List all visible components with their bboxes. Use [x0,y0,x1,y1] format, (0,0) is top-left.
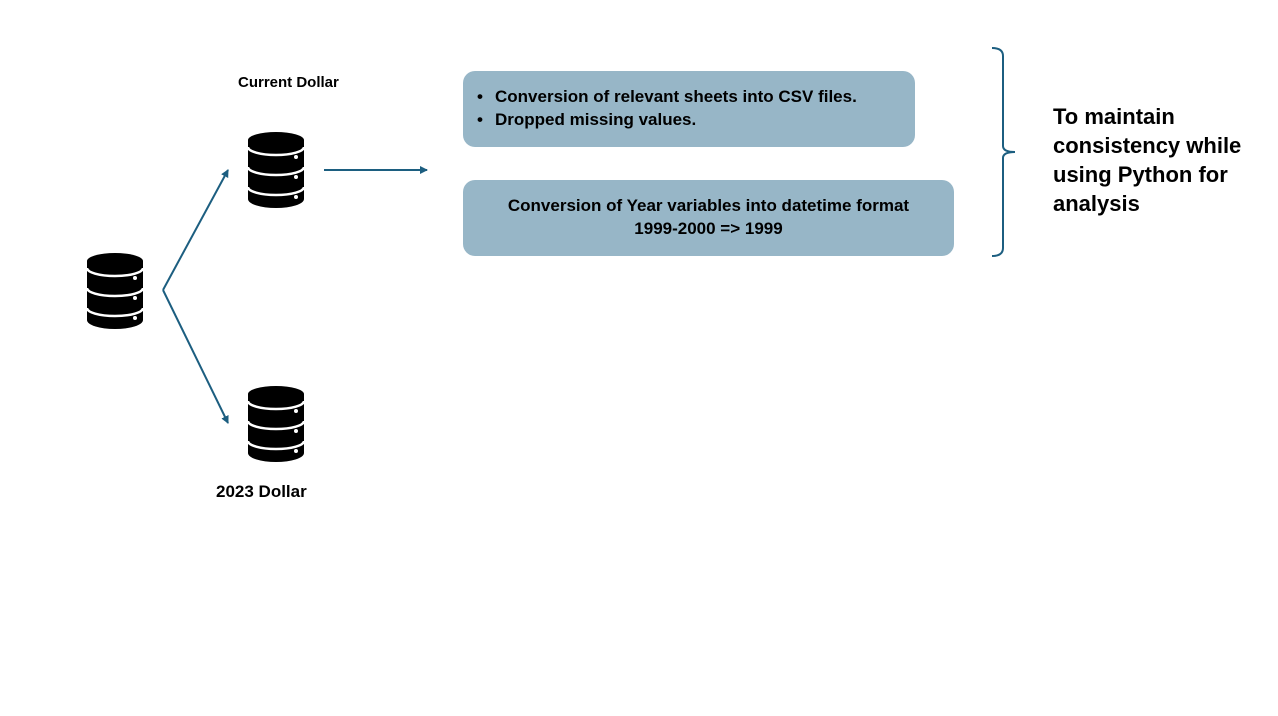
datetime-conversion-box: Conversion of Year variables into dateti… [463,180,954,256]
processing-steps-list: • Conversion of relevant sheets into CSV… [477,85,905,131]
bullet-glyph: • [477,110,483,129]
2023-dollar-label: 2023 Dollar [216,482,307,501]
datetime-conversion-text: Conversion of Year variables into dateti… [507,196,910,215]
step-text: Conversion of relevant sheets into CSV f… [495,87,857,106]
datetime-example-text: 1999-2000 => 1999 [634,219,783,238]
source-database-icon [86,253,144,329]
processing-steps-box: • Conversion of relevant sheets into CSV… [463,71,915,147]
current-dollar-label: Current Dollar [238,74,339,91]
consistency-note: To maintain consistency while using Pyth… [1053,104,1242,216]
right-curly-brace [991,47,1016,257]
step-text: Dropped missing values. [495,110,697,129]
arrow-to-current-dollar [162,169,229,291]
2023-dollar-database-icon [247,386,305,462]
bullet-glyph: • [477,87,483,106]
list-item: • Dropped missing values. [477,108,905,131]
arrow-to-2023-dollar [162,289,229,424]
current-dollar-database-icon [247,132,305,208]
list-item: • Conversion of relevant sheets into CSV… [477,85,905,108]
